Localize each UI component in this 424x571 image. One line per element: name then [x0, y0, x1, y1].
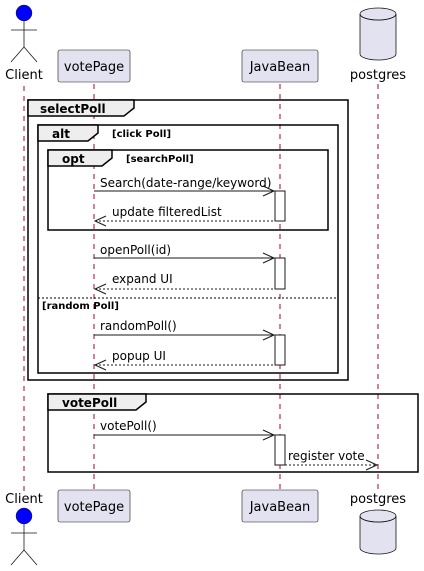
fragment-label-selectpoll: selectPoll: [40, 102, 106, 116]
fragment-selectpoll: selectPoll: [27, 99, 349, 381]
message-random-poll: randomPoll(): [94, 319, 276, 341]
actor-head-icon: [15, 4, 33, 22]
message-popup-ui: popup UI: [93, 349, 275, 371]
message-label: randomPoll(): [100, 319, 177, 333]
fragment-label-opt: opt: [62, 152, 85, 166]
fragment-guard-alt: [click Poll]: [112, 129, 171, 140]
arrow-right-icon: [262, 329, 276, 341]
message-label: Search(date-range/keyword): [100, 176, 271, 190]
message-label: openPoll(id): [100, 243, 171, 257]
fragment-tab: [27, 99, 135, 117]
participant-box: [241, 489, 319, 523]
message-label: register vote: [288, 449, 365, 463]
participant-label-postgres: postgres: [350, 492, 406, 507]
activation-bar: [274, 190, 286, 222]
message-label: update filteredList: [112, 205, 222, 219]
fragment-else-guard: [random Poll]: [42, 301, 119, 312]
message-label: expand UI: [112, 272, 173, 286]
participant-javabean-bottom: JavaBean: [241, 489, 319, 523]
message-search: Search(date-range/keyword): [94, 176, 276, 197]
arrow-right-icon: [262, 185, 276, 197]
actor-client-top: Client: [5, 4, 43, 83]
fragment-frame: [47, 393, 419, 473]
arrow-right-icon: [262, 252, 276, 264]
fragment-label-votepoll: votePoll: [62, 396, 117, 410]
actor-client-bottom: Client: [5, 492, 43, 566]
participant-label-client: Client: [5, 492, 43, 507]
fragment-label-alt: alt: [52, 127, 70, 141]
fragment-tab: [37, 124, 99, 142]
participant-postgres-top: postgres: [350, 7, 406, 83]
participant-label-javabean: JavaBean: [249, 60, 311, 75]
participant-votepage-top: votePage: [57, 49, 131, 83]
participant-box: [57, 49, 131, 83]
fragment-frame: [37, 124, 339, 374]
participant-label-votepage: votePage: [64, 500, 124, 515]
participant-postgres-bottom: postgres: [350, 492, 406, 555]
activation-bar: [274, 434, 286, 466]
fragment-votepoll: votePoll: [47, 393, 419, 473]
arrow-left-icon: [93, 215, 107, 227]
arrow-left-icon: [93, 359, 107, 371]
message-update-filtered: update filteredList: [93, 205, 275, 227]
message-label: votePoll(): [100, 419, 157, 433]
activation-bar: [274, 334, 286, 366]
arrow-left-icon: [93, 283, 107, 295]
participant-label-client: Client: [5, 68, 43, 83]
fragment-opt: opt [searchPoll]: [47, 149, 329, 231]
fragment-frame: [47, 149, 329, 231]
message-vote-poll: votePoll(): [94, 419, 276, 441]
message-register-vote: register vote: [285, 449, 379, 471]
database-icon: [359, 7, 397, 61]
fragment-tab: [47, 393, 147, 411]
fragment-frame: [27, 99, 349, 381]
message-open-poll: openPoll(id): [94, 243, 276, 264]
fragment-guard-opt: [searchPoll]: [126, 154, 194, 165]
participant-label-votepage: votePage: [64, 60, 124, 75]
fragment-alt: alt [click Poll] [random Poll]: [37, 124, 339, 374]
participant-label-javabean: JavaBean: [249, 500, 311, 515]
database-icon: [359, 509, 397, 555]
fragment-tab: [47, 149, 113, 167]
activation-bar: [274, 257, 286, 290]
arrow-right-icon: [262, 429, 276, 441]
participant-javabean-top: JavaBean: [241, 49, 319, 83]
message-expand-ui: expand UI: [93, 272, 275, 295]
actor-head-icon: [15, 507, 33, 525]
participant-box: [57, 489, 131, 523]
participant-box: [241, 49, 319, 83]
participant-votepage-bottom: votePage: [57, 489, 131, 523]
message-label: popup UI: [112, 349, 166, 363]
arrow-right-icon: [365, 459, 379, 471]
participant-label-postgres: postgres: [350, 68, 406, 83]
